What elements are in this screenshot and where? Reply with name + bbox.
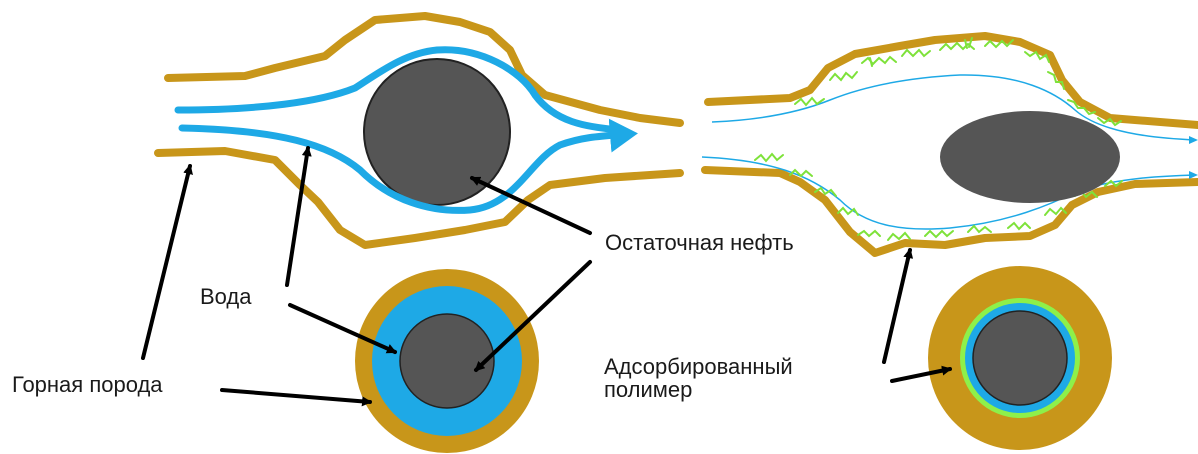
label-adsorbed-polymer-line2: полимер xyxy=(604,378,793,401)
label-residual-oil: Остаточная нефть xyxy=(605,231,794,254)
right-flow-arrowhead-lower xyxy=(1189,171,1198,179)
label-adsorbed-polymer: Адсорбированный полимер xyxy=(604,355,793,401)
right-flow-arrowhead-upper xyxy=(1189,136,1198,144)
left-oil-droplet xyxy=(364,59,510,205)
cross-section-water-oil-core xyxy=(400,314,494,408)
label-rock: Горная порода xyxy=(12,373,163,396)
right-oil-droplet xyxy=(940,111,1120,203)
right-pore xyxy=(702,36,1198,253)
label-water: Вода xyxy=(200,285,252,308)
right-thin-stream-upper xyxy=(712,75,1195,140)
cross-section-polymer-oil-core xyxy=(973,311,1067,405)
arrow-rock-to-ring xyxy=(222,390,370,402)
arrow-water-to-stream xyxy=(287,148,308,285)
adsorbed-polymer-upper xyxy=(795,38,1121,125)
arrow-rock-to-wall xyxy=(143,166,190,358)
cross-section-water xyxy=(355,269,539,453)
label-adsorbed-polymer-line1: Адсорбированный xyxy=(604,355,793,378)
left-pore xyxy=(158,16,680,245)
cross-section-polymer xyxy=(928,266,1112,450)
arrow-polymer-to-wall xyxy=(884,250,910,362)
right-pore-upper-wall xyxy=(708,36,1198,125)
